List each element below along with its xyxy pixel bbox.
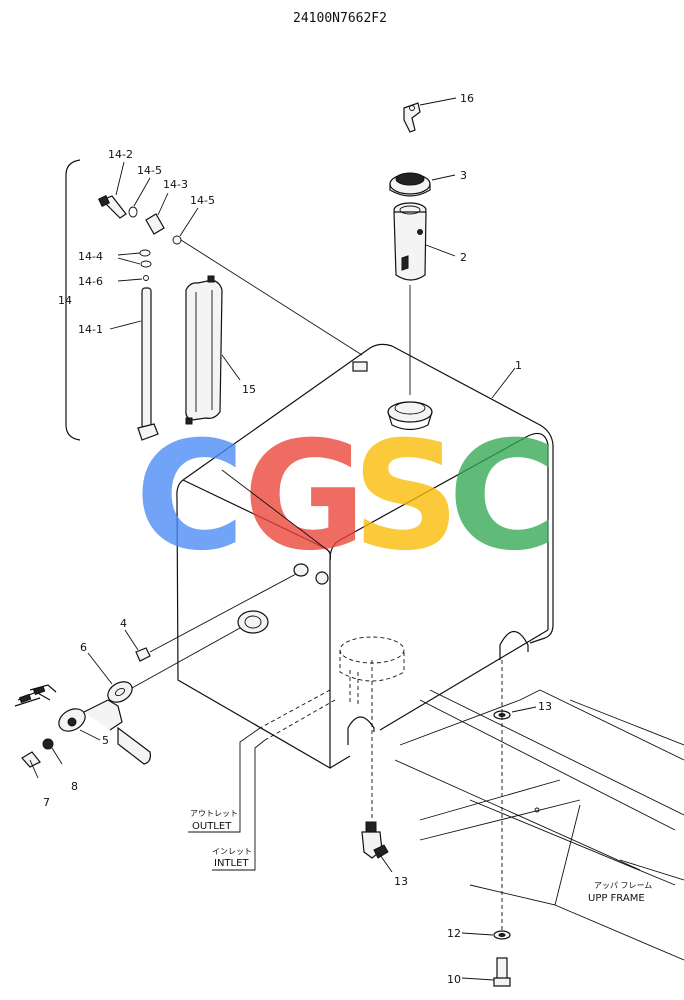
watermark-letter-s: S [352,410,460,584]
callout-14-5-b: 14-5 [190,194,215,207]
bracket-14 [65,159,81,441]
part-6-gasket [87,627,241,703]
callout-4: 4 [120,617,127,630]
part-7-screw [21,751,41,779]
callout-1: 1 [515,359,522,372]
callout-14-1: 14-1 [78,323,103,336]
watermark-letter-g: G [243,410,366,584]
callout-2: 2 [460,251,467,264]
watermark-letter-c1: C [135,410,245,584]
callout-6: 6 [80,641,87,654]
inlet-leader [212,739,266,871]
inlet-label: INTLET [214,858,249,869]
part-14-5-oring-a [128,177,151,218]
part-5-sender [14,684,151,765]
outlet-label: OUTLET [192,821,232,832]
callout-13: 13 [394,875,408,888]
callout-14-5-a: 14-5 [137,164,162,177]
part-14-2-bolt [98,161,127,219]
part-12-washer [493,706,537,720]
leader-14-tank [180,239,363,356]
part-16-key [403,97,457,133]
watermark-letter-c2: C [448,410,558,584]
part-4-plug [124,573,297,662]
part-14-3-cap [145,192,169,235]
callout-8: 8 [71,780,78,793]
part-15-gauge [185,275,241,425]
outlet-label-jp: アウトレット [190,809,238,818]
watermark: C G S C [135,410,558,584]
callout-7: 7 [43,796,50,809]
drawing-number: 24100N7662F2 [293,11,387,26]
part-8-washer [42,738,63,765]
callout-10: 10 [447,973,461,986]
callout-12: 13 [538,700,552,713]
part-3-cap [389,172,456,197]
frame-label-jp: アッパ フレーム [594,881,652,890]
part-14-4-rings [117,249,152,268]
callout-15: 15 [242,383,256,396]
callout-14-6: 14-6 [78,275,103,288]
callout-labels: 16 3 2 1 14-2 14-5 14-3 14-5 14-4 14-6 1… [43,92,652,986]
leader-15-tank [221,469,331,553]
callout-14-4: 14-4 [78,250,103,263]
outlet-leader [188,727,261,833]
part-10-bolt [461,957,511,987]
inlet-label-jp: インレット [212,847,252,856]
frame-label: UPP FRAME [588,893,645,904]
part-13-drain [361,821,393,873]
callout-14: 14 [58,294,72,307]
part-11-washer [461,930,511,940]
callout-14-3: 14-3 [163,178,188,191]
callout-5: 5 [102,734,109,747]
part-14-6-ring [117,275,149,282]
callout-14-2: 14-2 [108,148,133,161]
leader-1 [491,367,516,399]
part-2-strainer [393,202,456,281]
callout-11: 12 [447,927,461,940]
callout-3: 3 [460,169,467,182]
upper-frame [394,689,684,961]
callout-16: 16 [460,92,474,105]
part-14-1-tube [109,287,159,441]
fuel-tank [176,343,554,770]
part-14-5-oring-b [172,207,199,245]
